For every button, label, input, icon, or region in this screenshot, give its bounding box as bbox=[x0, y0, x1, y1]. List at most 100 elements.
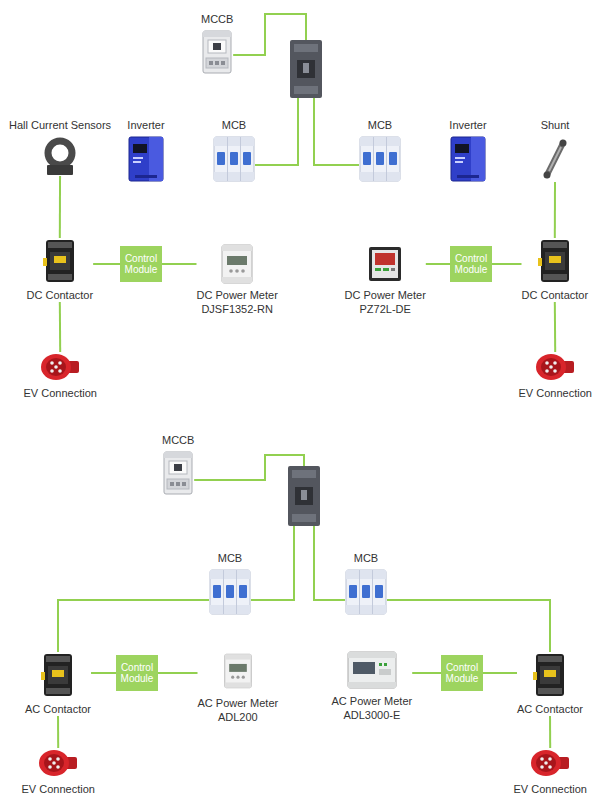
device-node: MCB bbox=[345, 551, 387, 615]
ev-icon bbox=[535, 352, 575, 382]
module-label: Control Module bbox=[120, 253, 162, 275]
device-node: MCB bbox=[213, 118, 255, 182]
shunt-icon bbox=[540, 136, 570, 182]
device-label: AC Contactor bbox=[25, 702, 91, 716]
control-module-box: Control Module bbox=[116, 655, 158, 691]
wire bbox=[57, 716, 59, 748]
wire bbox=[158, 672, 198, 674]
device-node: Hall Current Sensors bbox=[9, 118, 111, 176]
breaker-face bbox=[297, 60, 315, 78]
model-label: ADL200 bbox=[218, 710, 258, 724]
connector-layer bbox=[58, 14, 555, 748]
model-label: PZ72L-DE bbox=[359, 302, 410, 316]
device-node: Inverter bbox=[127, 118, 165, 182]
breaker-handle bbox=[301, 490, 307, 500]
meterdin-icon bbox=[220, 244, 254, 284]
model-label: DJSF1352-RN bbox=[201, 302, 273, 316]
wire bbox=[483, 672, 517, 674]
device-label: DC Contactor bbox=[27, 288, 94, 302]
device-label: DC Contactor bbox=[522, 288, 589, 302]
device-node: MCB bbox=[359, 118, 401, 182]
contactor-icon bbox=[42, 238, 78, 284]
control-module-box: Control Module bbox=[120, 246, 162, 282]
device-label: MCB bbox=[222, 118, 246, 132]
device-node: AC Contactor bbox=[517, 652, 583, 716]
mcb-icon bbox=[359, 136, 401, 182]
wire bbox=[554, 302, 556, 352]
device-label: MCB bbox=[368, 118, 392, 132]
device-label: AC Contactor bbox=[517, 702, 583, 716]
wire bbox=[162, 263, 197, 265]
breaker-terminal bbox=[294, 86, 318, 94]
device-node: AC Power MeterADL200 bbox=[198, 650, 279, 724]
device-label: MCCB bbox=[201, 12, 233, 26]
device-node: DC Contactor bbox=[27, 238, 94, 302]
device-label: EV Connection bbox=[519, 386, 592, 400]
wire bbox=[91, 672, 116, 674]
wire bbox=[492, 263, 522, 265]
device-node: DC Power MeterDJSF1352-RN bbox=[197, 244, 278, 316]
meterpanel-icon bbox=[368, 244, 402, 284]
meterwide-icon bbox=[347, 650, 397, 690]
device-label: Hall Current Sensors bbox=[9, 118, 111, 132]
mcb-icon bbox=[213, 136, 255, 182]
inverter-icon bbox=[449, 136, 487, 182]
breaker-symbol bbox=[290, 40, 322, 98]
wire bbox=[549, 716, 551, 748]
device-label: AC Power Meter bbox=[332, 694, 413, 708]
control-module-box: Control Module bbox=[441, 655, 483, 691]
breaker-symbol bbox=[288, 466, 320, 526]
device-label: DC Power Meter bbox=[197, 288, 278, 302]
wire bbox=[58, 600, 209, 652]
device-label: Inverter bbox=[449, 118, 486, 132]
control-module-box: Control Module bbox=[450, 246, 492, 282]
contactor-icon bbox=[537, 238, 573, 284]
device-label: Inverter bbox=[127, 118, 164, 132]
mcb-icon bbox=[209, 569, 251, 615]
device-node: Inverter bbox=[449, 118, 487, 182]
ev-icon bbox=[530, 748, 570, 778]
model-label: ADL3000-E bbox=[343, 708, 400, 722]
mccb-icon bbox=[163, 451, 193, 495]
hall-icon bbox=[38, 136, 82, 176]
wire bbox=[554, 182, 556, 238]
device-node: AC Power MeterADL3000-E bbox=[332, 650, 413, 722]
breaker-terminal bbox=[292, 514, 316, 522]
ev-icon bbox=[38, 748, 78, 778]
breaker-handle bbox=[303, 63, 309, 73]
device-node: MCCB bbox=[162, 433, 194, 495]
wire bbox=[387, 600, 550, 652]
device-node: EV Connection bbox=[514, 748, 587, 796]
device-node: Shunt bbox=[540, 118, 570, 182]
breaker-terminal bbox=[294, 44, 318, 52]
wire bbox=[412, 672, 441, 674]
device-node: MCB bbox=[209, 551, 251, 615]
device-label: EV Connection bbox=[514, 782, 587, 796]
device-node: EV Connection bbox=[24, 352, 97, 400]
device-label: EV Connection bbox=[22, 782, 95, 796]
module-label: Control Module bbox=[450, 253, 492, 275]
module-label: Control Module bbox=[441, 662, 483, 684]
device-label: MCB bbox=[218, 551, 242, 565]
mcb-icon bbox=[345, 569, 387, 615]
wire bbox=[426, 263, 450, 265]
ev-icon bbox=[40, 352, 80, 382]
device-node: EV Connection bbox=[519, 352, 592, 400]
contactor-icon bbox=[40, 652, 76, 698]
device-node: EV Connection bbox=[22, 748, 95, 796]
device-label: Shunt bbox=[541, 118, 570, 132]
wire bbox=[59, 176, 61, 238]
contactor-icon bbox=[532, 652, 568, 698]
device-node: AC Contactor bbox=[25, 652, 91, 716]
device-label: AC Power Meter bbox=[198, 696, 279, 710]
device-node: MCCB bbox=[201, 12, 233, 74]
device-node: DC Contactor bbox=[522, 238, 589, 302]
wire bbox=[59, 302, 61, 352]
mccb-icon bbox=[202, 30, 232, 74]
device-label: MCB bbox=[354, 551, 378, 565]
device-label: MCCB bbox=[162, 433, 194, 447]
breaker-body bbox=[288, 466, 320, 526]
breaker-terminal bbox=[292, 470, 316, 478]
device-label: DC Power Meter bbox=[345, 288, 426, 302]
